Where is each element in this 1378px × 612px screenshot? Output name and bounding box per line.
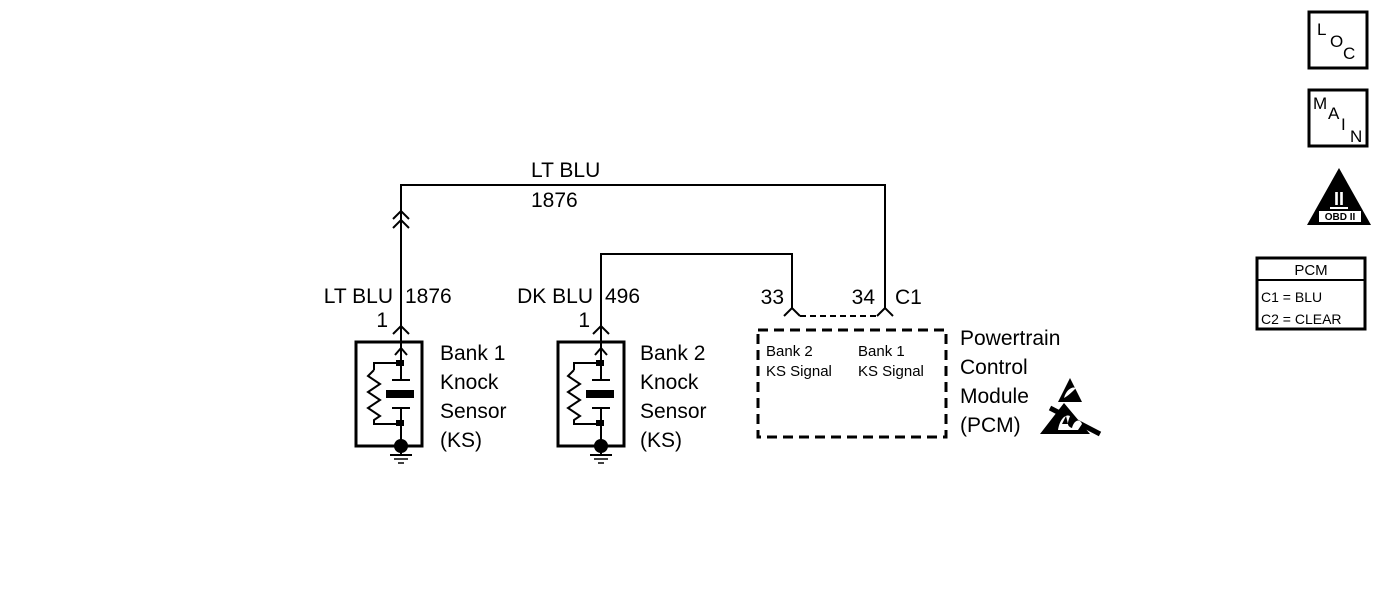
pcm-bank1-signal: Bank 1 KS Signal — [858, 343, 924, 380]
wire-circuit-1876 — [392, 184, 894, 335]
esd-warning-icon — [1058, 378, 1082, 402]
sensor2-pin: 1 — [578, 309, 590, 332]
pcm-connector-c1: C1 — [895, 286, 922, 309]
sensor1-wire-color: LT BLU — [324, 285, 393, 308]
svg-text:C: C — [1343, 44, 1355, 63]
main-button[interactable]: M A I N — [1307, 88, 1369, 148]
svg-text:M: M — [1313, 94, 1327, 113]
pcm-pin-34: 34 — [852, 286, 876, 309]
top-wire-color: LT BLU — [531, 159, 600, 182]
pcm-pin-33: 33 — [761, 286, 784, 309]
knock-sensor-bank2 — [556, 334, 626, 464]
top-wire-circuit: 1876 — [531, 189, 578, 212]
loc-button[interactable]: L O C — [1307, 10, 1369, 70]
esd-hand-icon — [1040, 403, 1102, 437]
obd-ii-symbol: II — [1334, 189, 1344, 209]
wire-circuit-496 — [592, 253, 801, 335]
sensor2-wire-color: DK BLU — [517, 285, 593, 308]
obd-ii-label: OBD II — [1325, 212, 1356, 223]
pcm-box — [756, 328, 948, 439]
pcm-connector-legend: PCM C1 = BLU C2 = CLEAR — [1255, 256, 1367, 331]
sensor2-circuit: 496 — [605, 285, 640, 308]
sensor1-pin: 1 — [376, 309, 388, 332]
legend-title: PCM — [1294, 262, 1327, 279]
svg-text:N: N — [1350, 127, 1362, 146]
svg-text:A: A — [1328, 104, 1340, 123]
pcm-bank2-signal: Bank 2 KS Signal — [766, 343, 832, 380]
sensor1-circuit: 1876 — [405, 285, 452, 308]
sensor1-name: Bank 1 Knock Sensor (KS) — [440, 342, 512, 452]
legend-row-c2: C2 = CLEAR — [1261, 311, 1342, 327]
legend-row-c1: C1 = BLU — [1261, 289, 1322, 305]
svg-text:O: O — [1330, 32, 1343, 51]
svg-text:I: I — [1341, 115, 1346, 134]
svg-text:L: L — [1317, 20, 1326, 39]
pcm-name: Powertrain Control Module (PCM) — [960, 327, 1066, 437]
obd-ii-button[interactable]: II OBD II — [1307, 168, 1371, 225]
sensor2-name: Bank 2 Knock Sensor (KS) — [640, 342, 712, 452]
knock-sensor-bank1 — [354, 334, 424, 464]
